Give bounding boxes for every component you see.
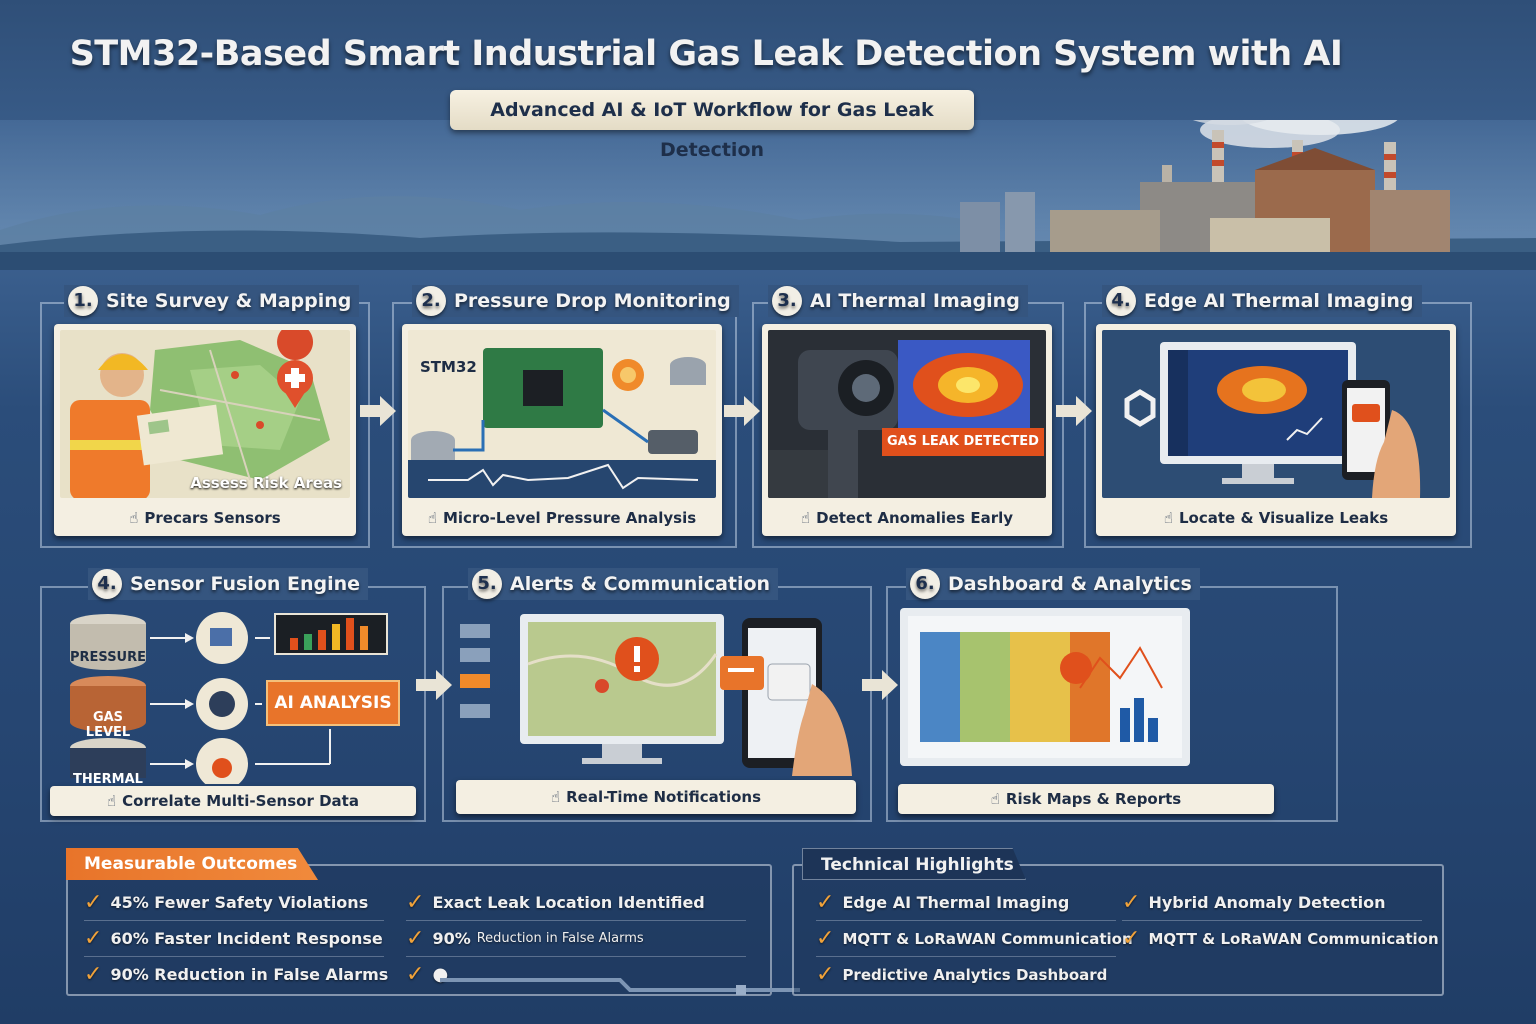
divider [1122, 920, 1422, 921]
factory-landscape [0, 120, 1536, 270]
step-card-thermal: GAS LEAK DETECTED ☝Detect Anomalies Earl… [762, 324, 1052, 536]
step-title-5: 4. Sensor Fusion Engine [88, 568, 369, 600]
flow-arrow-icon [360, 396, 396, 426]
edge-ai-monitor-illustration [1124, 342, 1421, 498]
step-number: 5. [472, 569, 502, 599]
highlights-panel [792, 864, 1444, 996]
outcome-item: ✓90% Reduction in False Alarms [84, 962, 389, 987]
step-title-text: Sensor Fusion Engine [130, 573, 361, 595]
outcome-item: ✓60% Faster Incident Response [84, 926, 383, 951]
dashboard-illustration [900, 608, 1192, 768]
step-title-2: 2. Pressure Drop Monitoring [412, 285, 739, 317]
step-caption: ☝Detect Anomalies Early [800, 509, 1014, 527]
step-title-3: 3. AI Thermal Imaging [768, 285, 1028, 317]
outcome-item: ✓90% Reduction in False Alarms [406, 926, 644, 951]
outcome-item: ✓Exact Leak Location Identified [406, 890, 705, 915]
checkmark-icon: ✓ [84, 926, 103, 951]
highlight-item: ✓Predictive Analytics Dashboard [816, 962, 1108, 987]
step-caption: ☝Micro-Level Pressure Analysis [427, 509, 697, 527]
step-card-pressure: STM32 ☝Micro-Level Pressure Analysis [402, 324, 722, 536]
pipe-connector [440, 978, 800, 995]
step-number: 4. [92, 569, 122, 599]
outcomes-panel [66, 864, 772, 996]
thermal-camera-illustration [768, 340, 1030, 498]
highlight-item: ✓Hybrid Anomaly Detection [1122, 890, 1386, 915]
sensor-label-gas-level: GAS LEVEL [85, 710, 131, 740]
ai-analysis-badge: AI ANALYSIS [266, 680, 400, 726]
sensor-label-thermal: THERMAL [73, 772, 143, 787]
outcomes-header: Measurable Outcomes [66, 848, 318, 880]
hand-pointer-icon: ☝ [1163, 509, 1173, 527]
step-caption-bar: ☝Real-Time Notifications [456, 780, 856, 814]
checkmark-icon: ✓ [84, 890, 103, 915]
step-caption: ☝Precars Sensors [129, 509, 281, 527]
checkmark-icon: ✓ [816, 962, 835, 987]
subtitle-banner: Advanced AI & IoT Workflow for Gas Leak … [450, 90, 974, 161]
page-title: STM32-Based Smart Industrial Gas Leak De… [69, 34, 1343, 74]
sensor-fusion-graphic [70, 612, 388, 790]
step-title-text: Site Survey & Mapping [106, 290, 352, 312]
highlights-header: Technical Highlights [802, 848, 1026, 880]
outcome-item: ✓45% Fewer Safety Violations [84, 890, 369, 915]
step-title-1: 1. Site Survey & Mapping [64, 285, 360, 317]
checkmark-icon: ✓ [1122, 890, 1141, 915]
step-number: 2. [416, 286, 446, 316]
flow-arrow-icon [416, 670, 452, 700]
highlight-item: ✓MQTT & LoRaWAN Communication [816, 926, 1133, 951]
flow-arrow-icon [1056, 396, 1092, 426]
flow-arrow-icon [862, 670, 898, 700]
divider [816, 956, 1116, 957]
sensor-label-pressure: PRESSURE [70, 650, 147, 665]
step-number: 1. [68, 286, 98, 316]
checkmark-icon: ✓ [1122, 926, 1141, 951]
step-title-7: 6. Dashboard & Analytics [906, 568, 1200, 600]
step-number: 3. [772, 286, 802, 316]
checkmark-icon: ✓ [816, 890, 835, 915]
pressure-board-illustration [408, 348, 716, 498]
divider [406, 956, 746, 957]
hand-pointer-icon: ☝ [800, 509, 811, 527]
checkmark-icon: ✓ [816, 926, 835, 951]
checkmark-icon: ✓ [84, 962, 103, 987]
gas-leak-alert-badge: GAS LEAK DETECTED [882, 428, 1044, 456]
checkmark-icon: ✓ [406, 926, 425, 951]
flow-arrow-icon [724, 396, 760, 426]
step-card-site-survey: Assess Risk Areas ☝Precars Sensors [54, 324, 356, 536]
divider [84, 920, 384, 921]
hand-pointer-icon: ☝ [990, 790, 1000, 808]
step-title-6: 5. Alerts & Communication [468, 568, 779, 600]
divider [84, 956, 384, 957]
hand-pointer-icon: ☝ [550, 788, 561, 806]
sensor-fusion-diagram: PRESSURE GAS LEVEL THERMAL AI ANALYSIS [50, 604, 416, 790]
highlight-item: ✓Edge AI Thermal Imaging [816, 890, 1070, 915]
step-number: 6. [910, 569, 940, 599]
divider [406, 920, 746, 921]
checkmark-icon: ✓ [406, 890, 425, 915]
hand-pointer-icon: ☝ [427, 509, 437, 527]
step-title-text: Edge AI Thermal Imaging [1144, 290, 1414, 312]
step-caption: ☝Locate & Visualize Leaks [1163, 509, 1389, 527]
step-caption-bar: ☝Correlate Multi-Sensor Data [50, 786, 416, 816]
stm32-chip-label: STM32 [420, 358, 477, 376]
divider [816, 920, 1116, 921]
step-title-text: Alerts & Communication [510, 573, 771, 595]
step-number: 4. [1106, 286, 1136, 316]
step-title-text: Dashboard & Analytics [948, 573, 1192, 595]
site-map-illustration [70, 330, 330, 498]
step-title-4: 4. Edge AI Thermal Imaging [1102, 285, 1422, 317]
hand-pointer-icon: ☝ [107, 792, 117, 810]
step-title-text: Pressure Drop Monitoring [454, 290, 731, 312]
highlight-item: ✓MQTT & LoRaWAN Communication [1122, 926, 1439, 951]
alerts-illustration [452, 604, 862, 776]
checkmark-icon: ✓ [406, 962, 425, 987]
step-caption-bar: ☝Risk Maps & Reports [898, 784, 1274, 814]
step-title-text: AI Thermal Imaging [810, 290, 1020, 312]
risk-area-label: Assess Risk Areas [190, 474, 342, 492]
hand-pointer-icon: ☝ [129, 509, 139, 527]
step-card-edge-ai: ☝Locate & Visualize Leaks [1096, 324, 1456, 536]
